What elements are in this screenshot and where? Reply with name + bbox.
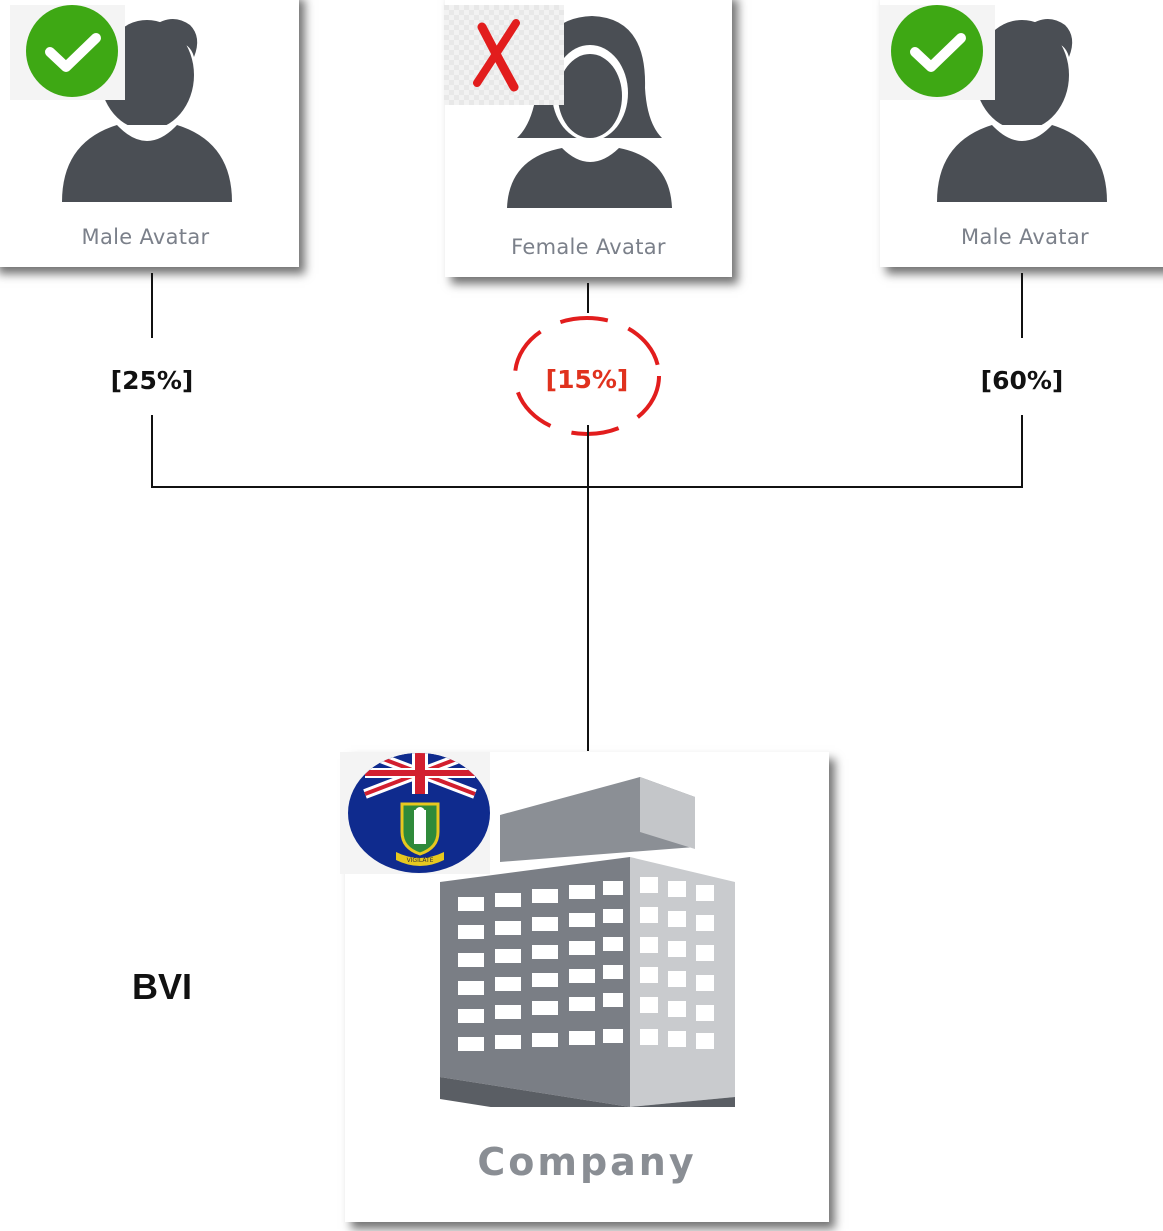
connector-left-top [151, 273, 153, 338]
owner-label-left: Male Avatar [81, 225, 210, 249]
owner-label-right: Male Avatar [961, 225, 1089, 249]
office-building-icon [440, 777, 735, 1107]
owner-card-middle: Female Avatar [445, 0, 732, 277]
male-avatar-icon [937, 18, 1107, 202]
connector-horizontal [151, 486, 1023, 488]
check-badge-icon [880, 5, 995, 100]
connector-right-bottom [1021, 415, 1023, 487]
share-middle-highlight: [15%] [510, 313, 665, 440]
connector-middle [587, 283, 589, 751]
male-avatar-icon [62, 18, 232, 202]
connector-right-top [1021, 273, 1023, 338]
owner-label-middle: Female Avatar [511, 235, 666, 259]
company-label: Company [477, 1140, 697, 1184]
owner-card-left: Male Avatar [0, 0, 299, 267]
jurisdiction-label: BVI [132, 966, 193, 1007]
connector-left-bottom [151, 415, 153, 487]
share-right: [60%] [980, 366, 1064, 395]
share-left: [25%] [110, 366, 194, 395]
connector-middle-through [587, 425, 589, 445]
bvi-flag-icon: VIGILATE [340, 752, 490, 874]
reject-cross-icon [444, 5, 564, 105]
flag-motto: VIGILATE [407, 857, 434, 864]
share-middle: [15%] [545, 365, 629, 394]
check-badge-icon [10, 5, 125, 100]
